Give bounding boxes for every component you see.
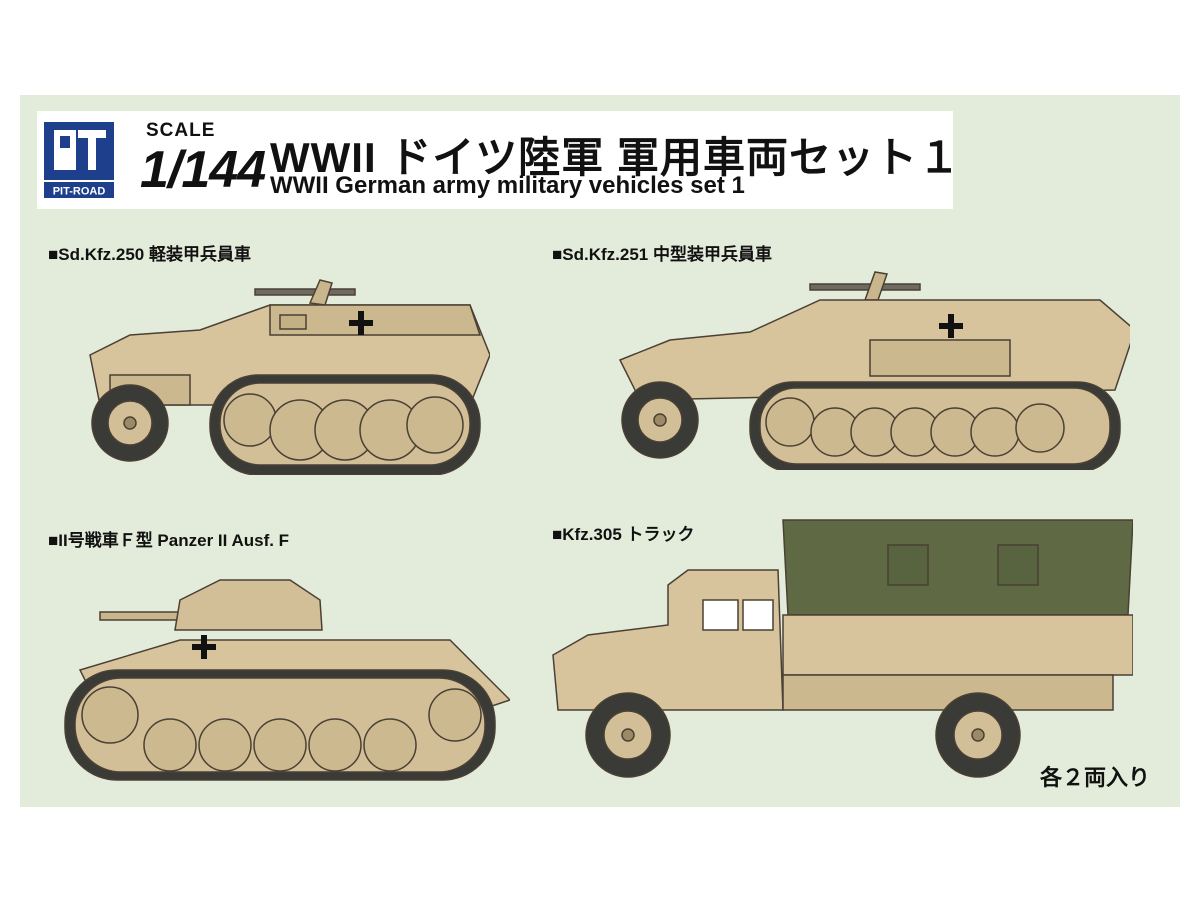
- scale-label: SCALE: [146, 120, 216, 141]
- title-english: WWII German army military vehicles set 1: [270, 172, 745, 199]
- vehicle-label-sdkfz251: ■Sd.Kfz.251 中型装甲兵員車: [552, 245, 772, 264]
- pit-road-logo: PIT-ROAD: [42, 120, 116, 200]
- vehicle-label-kfz305: ■Kfz.305 トラック: [552, 525, 695, 544]
- title-japanese: WWII ドイツ陸軍 軍用車両セット１: [270, 134, 961, 181]
- contents-note: 各２両入り: [1040, 765, 1151, 790]
- vehicle-label-sdkfz250: ■Sd.Kfz.250 軽装甲兵員車: [48, 245, 251, 264]
- panzer2-illustration: [64, 579, 510, 781]
- kfz305-illustration: [552, 519, 1133, 778]
- header-banner: [37, 111, 953, 209]
- scale-ratio: 1/144: [140, 141, 266, 199]
- sdkfz251-illustration: [618, 271, 1130, 470]
- vehicle-label-panzer2: ■II号戦車Ｆ型 Panzer II Ausf. F: [48, 531, 290, 550]
- logo-text: PIT-ROAD: [53, 186, 106, 198]
- sdkfz250-illustration: [89, 279, 490, 475]
